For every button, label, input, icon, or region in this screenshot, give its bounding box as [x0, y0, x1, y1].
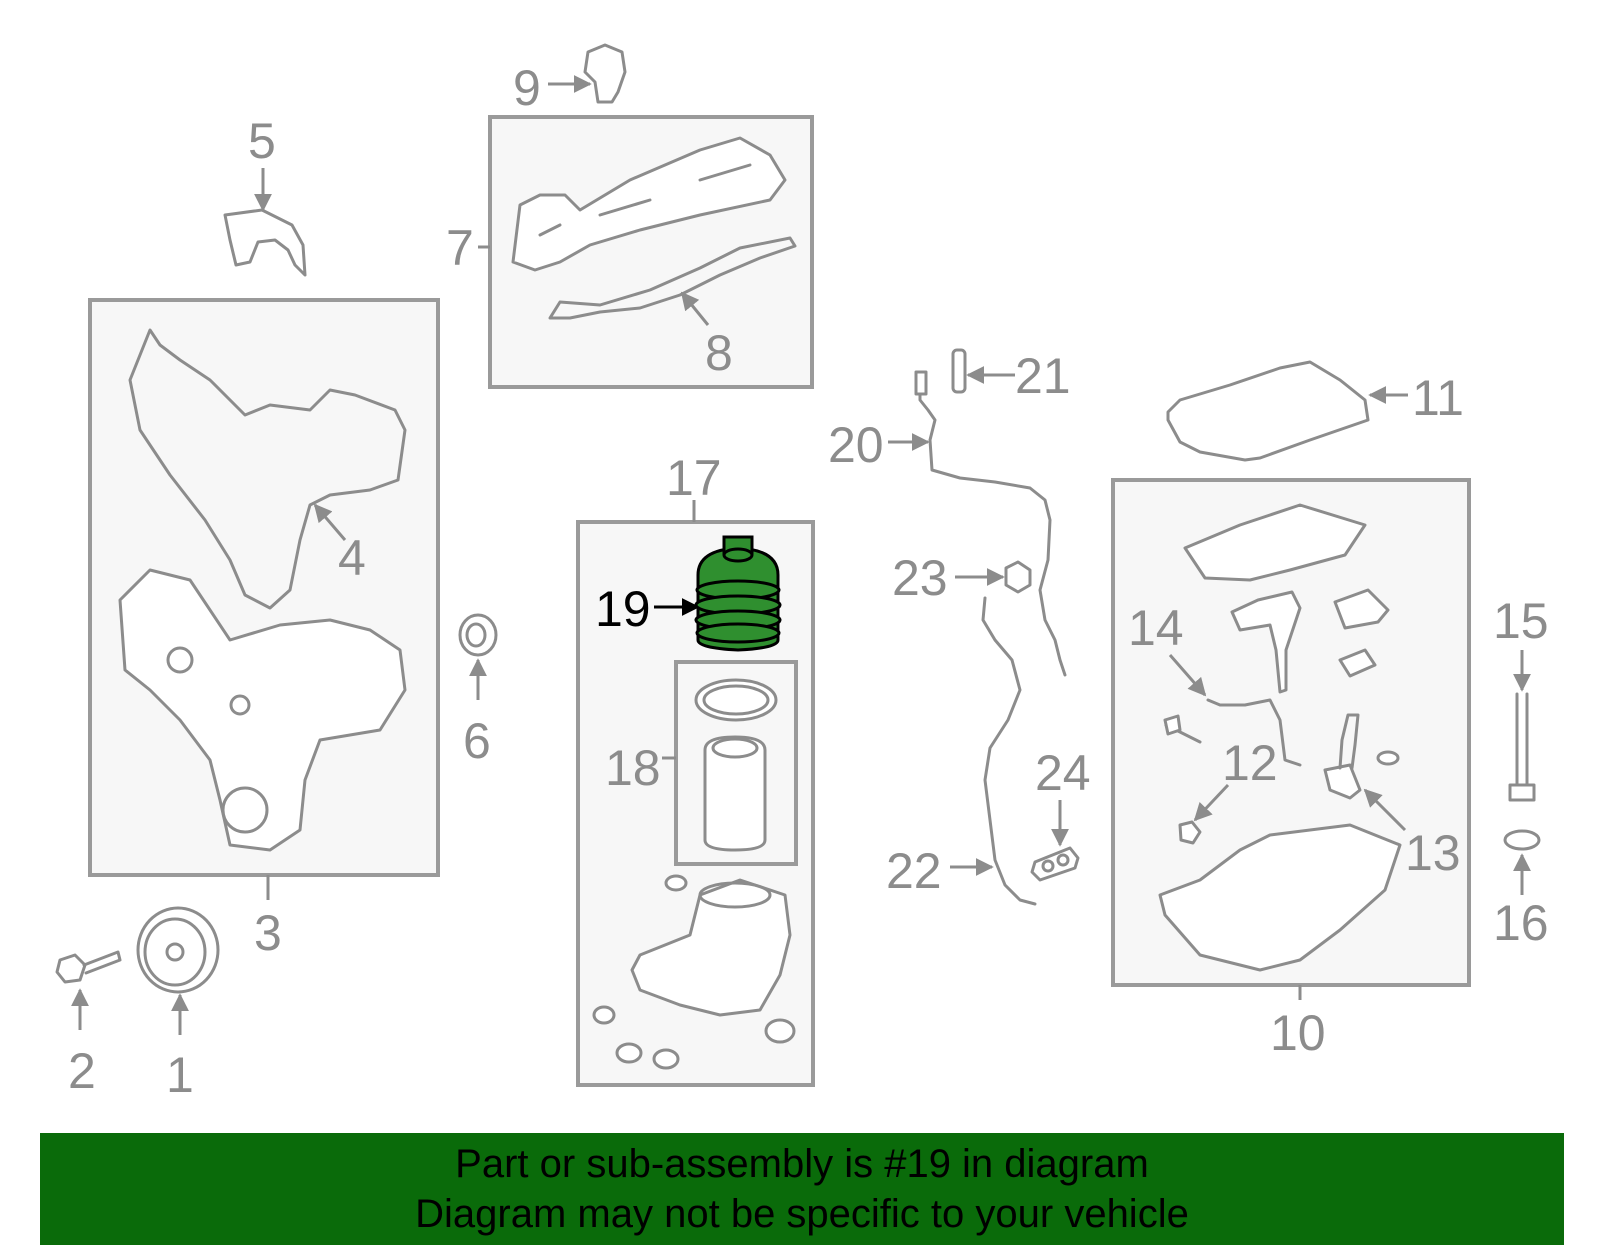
callout-22: 22 — [886, 843, 942, 899]
part-20-wiring-harness[interactable] — [918, 380, 1067, 677]
part-14-oil-level-sensor[interactable] — [1230, 590, 1302, 694]
part-4-timing-cover-gasket[interactable] — [128, 328, 407, 610]
part-8-valve-cover-gasket[interactable] — [548, 236, 797, 320]
part-9-oil-filler-cap[interactable] — [583, 43, 627, 104]
part-22-wiring-harness[interactable] — [981, 596, 1037, 906]
callout-13: 13 — [1405, 825, 1461, 881]
part-24-gasket[interactable] — [1030, 846, 1080, 882]
part-10-oil-pan-baffle[interactable] — [1183, 503, 1367, 582]
callout-5: 5 — [248, 113, 276, 169]
part-15-bolt[interactable] — [1515, 692, 1529, 792]
part-3-timing-cover[interactable] — [118, 568, 407, 852]
part-17-oil-filter-housing[interactable] — [630, 878, 792, 1017]
part-5-bracket[interactable] — [223, 208, 307, 277]
callout-23: 23 — [892, 550, 948, 606]
callout-21: 21 — [1015, 348, 1071, 404]
callout-7: 7 — [446, 220, 474, 276]
callout-17: 17 — [666, 450, 722, 506]
part-2-bolt[interactable] — [55, 953, 87, 984]
callout-9: 9 — [513, 60, 541, 116]
part-10-oil-pan[interactable] — [1158, 823, 1402, 972]
callout-2: 2 — [68, 1043, 96, 1099]
callout-19: 19 — [595, 581, 651, 637]
callout-8: 8 — [705, 325, 733, 381]
part-11-oil-pan-gasket[interactable] — [1166, 360, 1370, 462]
part-23-plug[interactable] — [1004, 560, 1032, 594]
callout-6: 6 — [463, 713, 491, 769]
part-19-oil-filter-cap[interactable] — [694, 535, 782, 652]
callout-16: 16 — [1493, 895, 1549, 951]
part-6-front-seal[interactable] — [458, 613, 498, 657]
callout-14: 14 — [1128, 600, 1184, 656]
callout-10: 10 — [1270, 1005, 1326, 1061]
callout-18: 18 — [605, 740, 661, 796]
banner-line-part: Part or sub-assembly is #19 in diagram — [455, 1142, 1149, 1186]
callout-15: 15 — [1493, 593, 1549, 649]
callout-4: 4 — [338, 530, 366, 586]
callout-20: 20 — [828, 417, 884, 473]
banner-line-disclaimer: Diagram may not be specific to your vehi… — [415, 1192, 1189, 1236]
callout-11: 11 — [1412, 370, 1464, 426]
callout-12: 12 — [1222, 735, 1278, 791]
part-18-oil-filter-element[interactable] — [703, 735, 767, 852]
part-12-bolt[interactable] — [1178, 820, 1202, 845]
part-21-sensor[interactable] — [951, 348, 967, 394]
callout-24: 24 — [1035, 745, 1091, 801]
callout-3: 3 — [254, 905, 282, 961]
part-7-valve-cover[interactable] — [511, 136, 787, 272]
callout-1: 1 — [166, 1047, 194, 1103]
part-13-oil-pickup-tube[interactable] — [1323, 763, 1362, 800]
part-16-washer[interactable] — [1503, 829, 1541, 851]
info-banner: Part or sub-assembly is #19 in diagram D… — [40, 1133, 1564, 1245]
